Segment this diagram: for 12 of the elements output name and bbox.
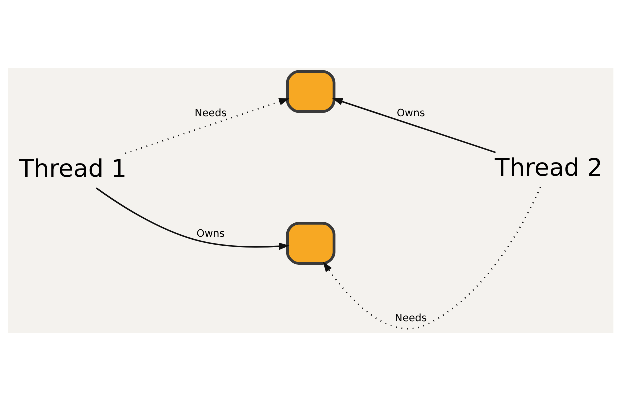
node-text: Thread 1 <box>19 154 127 182</box>
arrow <box>332 98 496 153</box>
arrow <box>323 186 542 330</box>
edge-label: Needs <box>395 312 428 324</box>
node-text: Thread 2 <box>495 153 603 182</box>
edge-label: Needs <box>194 107 227 120</box>
node-lock <box>286 222 336 264</box>
arrow <box>96 187 290 250</box>
node-lock <box>286 70 336 113</box>
arrow <box>125 98 290 154</box>
edge-label: Owns <box>396 107 426 120</box>
edge-label: Owns <box>196 227 226 240</box>
